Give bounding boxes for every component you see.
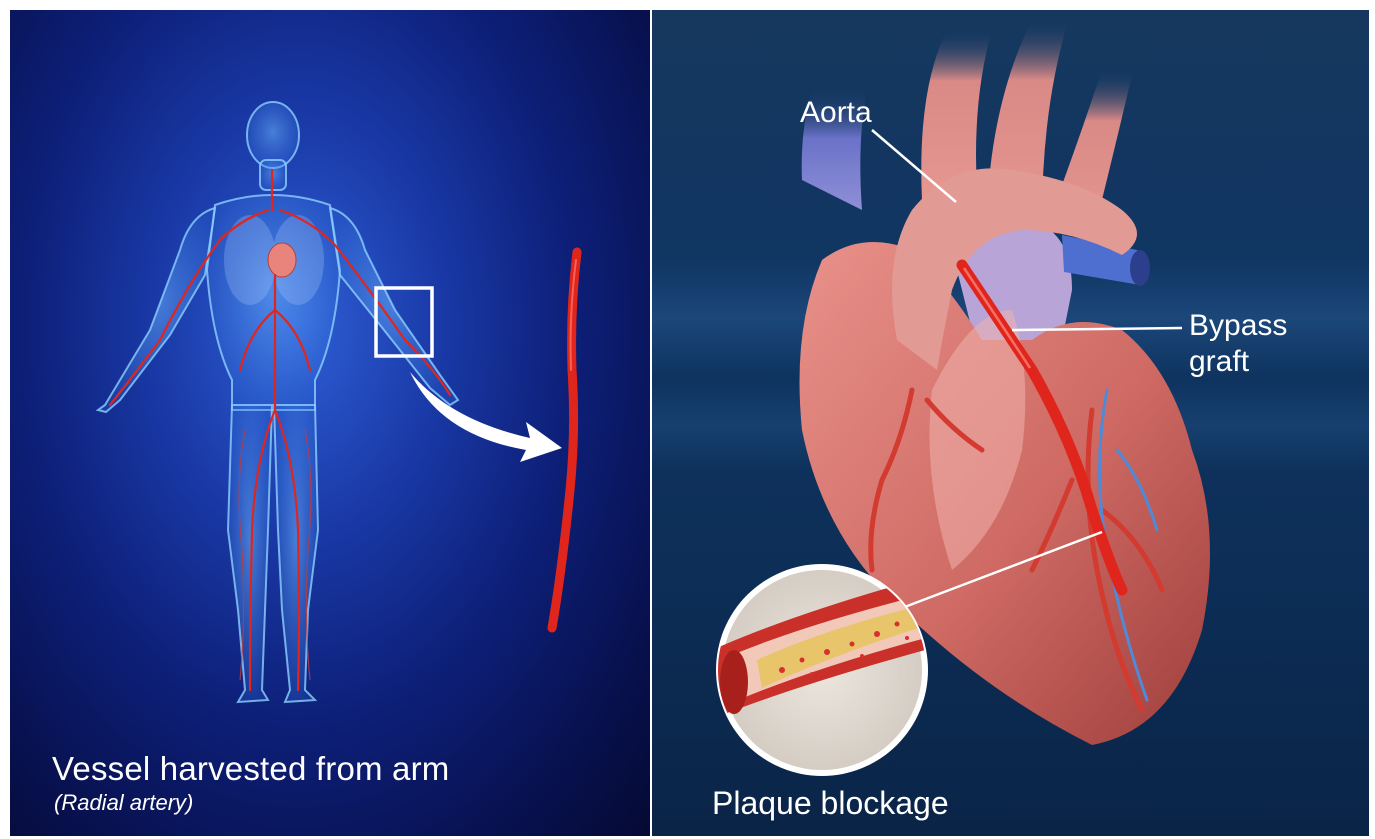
human-figure	[98, 102, 458, 702]
right-panel: Aorta Bypass graft Plaque blockage	[652, 10, 1369, 836]
heart-small	[268, 243, 296, 277]
bypass-label-line1: Bypass	[1189, 308, 1287, 344]
aorta-label: Aorta	[800, 96, 872, 130]
harvested-vessel	[552, 252, 577, 628]
heart-illustration	[652, 10, 1369, 836]
body-illustration	[10, 10, 650, 836]
radial-artery-caption: (Radial artery)	[54, 790, 193, 816]
vessel-caption: Vessel harvested from arm	[52, 750, 450, 788]
bypass-label-line2: graft	[1189, 344, 1287, 380]
plaque-blockage-label: Plaque blockage	[712, 785, 949, 822]
left-panel: Vessel harvested from arm (Radial artery…	[10, 10, 650, 836]
bypass-graft-label: Bypass graft	[1189, 308, 1287, 380]
